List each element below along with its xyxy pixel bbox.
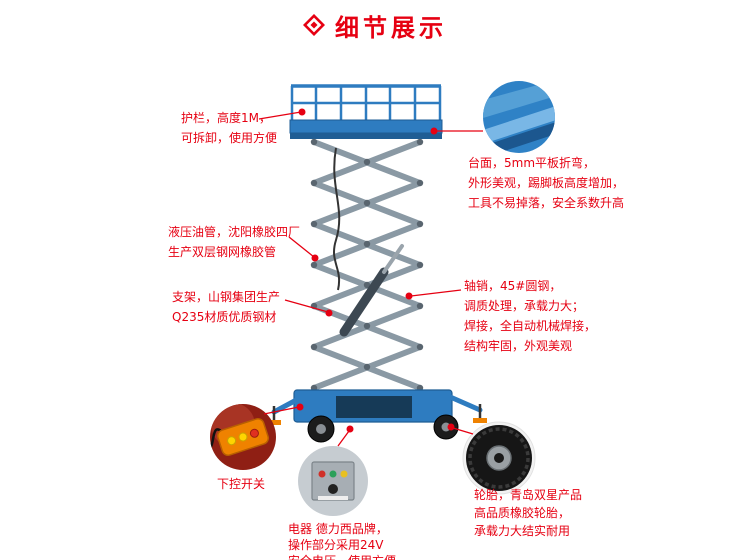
callout-line-text: 护栏，高度1M， bbox=[181, 111, 271, 125]
callout-line-text: 轮胎，青岛双星产品 bbox=[474, 488, 583, 502]
callout-line-text: 承载力大结实耐用 bbox=[474, 524, 571, 538]
callout-line-text: 外形美观，踢脚板高度增加， bbox=[468, 176, 625, 190]
callout-lines bbox=[258, 108, 483, 447]
section-header: 细节展示 bbox=[0, 10, 750, 42]
callout-line-text: 液压油管，沈阳橡胶四厂 bbox=[168, 225, 301, 239]
callout-tires: 轮胎，青岛双星产品高品质橡胶轮胎， 承载力大结实耐用 bbox=[474, 486, 582, 540]
tire-photo-inset bbox=[462, 421, 536, 495]
wheel-right bbox=[433, 414, 459, 440]
control-box-photo-inset bbox=[298, 446, 368, 516]
hydraulic-cylinder bbox=[339, 244, 404, 337]
callout-guardrail: 护栏，高度1M， 可拆卸，使用方便 bbox=[181, 108, 277, 148]
callout-line-text: 调质处理，承载力大； bbox=[464, 299, 585, 313]
callout-line-text: Q235材质优质钢材 bbox=[172, 310, 277, 324]
callout-axle-pin-weld: 轴销，45#圆钢， 调质处理，承载力大； 焊接，全自动机械焊接， 结构牢固，外观美观 bbox=[464, 276, 596, 356]
platform-deck bbox=[289, 119, 443, 139]
callout-line-text: 结构牢固，外观美观 bbox=[464, 339, 573, 353]
outrigger-right bbox=[445, 393, 487, 423]
callout-line-text: 安全电压，使用方便 bbox=[288, 553, 396, 560]
platform-railing bbox=[290, 84, 442, 121]
callout-electrics: 电器 德力西品牌， 操作部分采用24V安全电压，使用方便 bbox=[288, 521, 396, 560]
nested-diamond-icon bbox=[303, 14, 325, 36]
callout-line-text: 支架，山钢集团生产 bbox=[172, 290, 281, 304]
callout-line-text: 轴销，45#圆钢， bbox=[464, 279, 562, 293]
callout-lower-control-switch: 下控开关 bbox=[217, 474, 265, 494]
callout-hydraulic-hose: 液压油管，沈阳橡胶四厂生产双层钢网橡胶管 bbox=[168, 222, 300, 262]
callout-line-text: 高品质橡胶轮胎， bbox=[474, 506, 571, 520]
platform-photo-inset bbox=[483, 81, 555, 153]
section-title: 细节展示 bbox=[335, 13, 447, 42]
callout-line-text: 生产双层钢网橡胶管 bbox=[168, 245, 277, 259]
callout-line-text: 下控开关 bbox=[217, 477, 266, 491]
callout-platform-surface: 台面，5mm平板折弯， 外形美观，踢脚板高度增加， 工具不易掉落，安全系数升高 bbox=[468, 153, 624, 213]
callout-line-text: 台面，5mm平板折弯， bbox=[468, 156, 596, 170]
callout-line-text: 可拆卸，使用方便 bbox=[181, 131, 278, 145]
callout-line-text: 操作部分采用24V bbox=[288, 538, 384, 552]
callout-support-frame: 支架，山钢集团生产 Q235材质优质钢材 bbox=[172, 287, 280, 327]
hydraulic-hose bbox=[333, 147, 341, 291]
wheel-left bbox=[307, 415, 335, 443]
remote-control-photo-inset bbox=[210, 404, 276, 470]
scissor-lift bbox=[267, 84, 487, 443]
callout-line-text: 焊接，全自动机械焊接， bbox=[464, 319, 597, 333]
outrigger-left bbox=[267, 395, 303, 425]
callout-line-text: 工具不易掉落，安全系数升高 bbox=[468, 196, 625, 210]
callout-line-text: 电器 德力西品牌， bbox=[288, 522, 388, 536]
scissor-arms bbox=[310, 138, 424, 392]
chassis-base bbox=[293, 389, 453, 423]
